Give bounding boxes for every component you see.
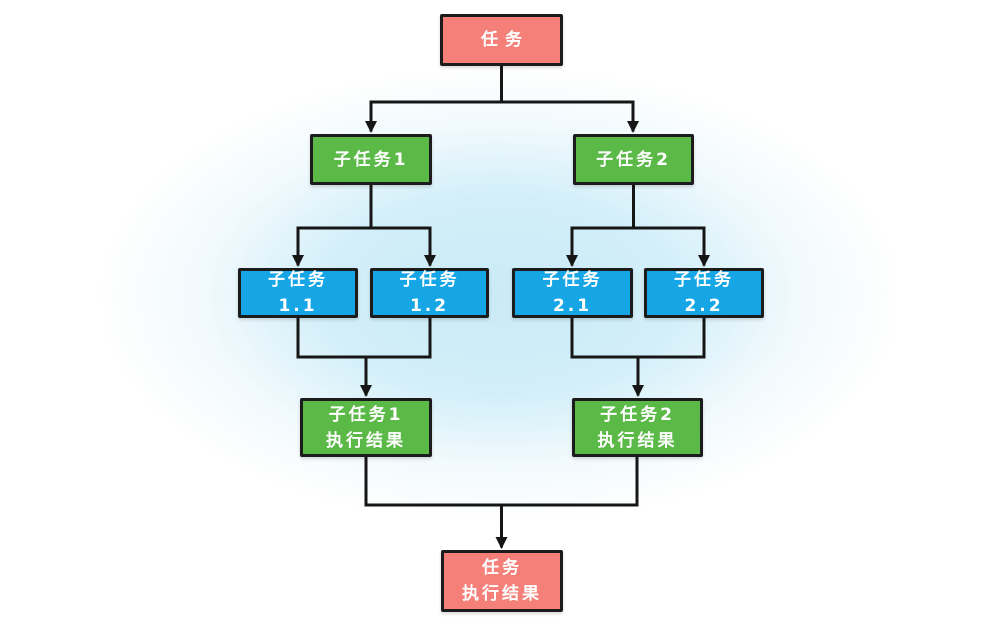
- subtask-2-result-label-line1: 子任务2: [600, 404, 675, 425]
- subtask-1-result-node: 子任务1 执行结果: [300, 398, 432, 457]
- subtask-1-1-label-line1: 子任务: [268, 270, 328, 290]
- edge-merge-final: [364, 453, 639, 507]
- subtask-2-1-label-line1: 子任务: [542, 270, 603, 290]
- task-result-label-line1: 任务: [482, 558, 522, 578]
- edge-merge-left: [296, 314, 432, 359]
- subtask-2-2-label-line1: 子任务: [674, 270, 734, 290]
- subtask-2-1-label-line2: 2.1: [552, 296, 593, 316]
- subtask-1-result-label-line1: 子任务1: [328, 404, 404, 425]
- task-label: 任务: [481, 30, 529, 50]
- edge-subtask2-split: [570, 181, 706, 230]
- subtask-1-2-node: 子任务 1.2: [370, 268, 489, 318]
- subtask-1-1-node: 子任务 1.1: [238, 268, 358, 318]
- subtask-1-2-label-line2: 1.2: [409, 296, 450, 316]
- subtask-1-result-label-line2: 执行结果: [326, 430, 406, 451]
- subtask-1-label: 子任务1: [333, 149, 409, 170]
- subtask-2-1-node: 子任务 2.1: [512, 268, 633, 318]
- subtask-2-2-label-line2: 2.2: [684, 296, 724, 316]
- task-result-node: 任务 执行结果: [441, 550, 563, 612]
- subtask-2-result-node: 子任务2 执行结果: [572, 398, 703, 457]
- subtask-2-result-label-line2: 执行结果: [597, 430, 678, 451]
- subtask-2-2-node: 子任务 2.2: [644, 268, 764, 318]
- subtask-1-node: 子任务1: [310, 134, 432, 185]
- subtask-1-2-label-line1: 子任务: [399, 270, 460, 290]
- edge-task-split: [369, 62, 635, 104]
- task-result-label-line2: 执行结果: [462, 584, 542, 604]
- subtask-1-1-label-line2: 1.1: [278, 296, 318, 316]
- subtask-2-node: 子任务2: [573, 134, 694, 185]
- edge-subtask1-split: [296, 181, 432, 230]
- edge-merge-right: [570, 314, 706, 359]
- task-node: 任务: [440, 14, 563, 66]
- subtask-2-label: 子任务2: [596, 149, 671, 170]
